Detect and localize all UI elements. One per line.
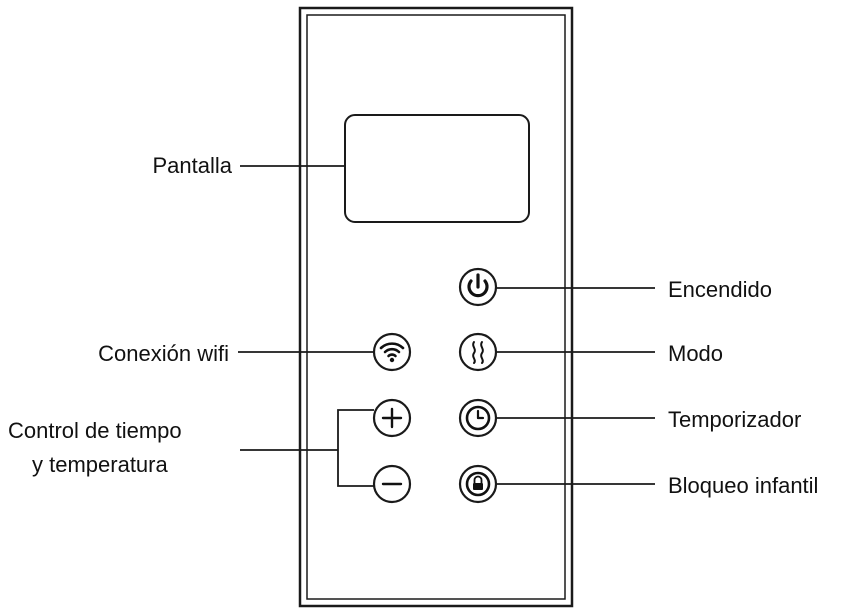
bloqueo-label: Bloqueo infantil	[668, 473, 819, 498]
panel-outer-frame	[298, 6, 574, 608]
plus-button[interactable]	[372, 398, 412, 438]
minus-button[interactable]	[372, 464, 412, 504]
encendido-label: Encendido	[668, 277, 772, 302]
mode-button[interactable]	[458, 332, 498, 372]
clock-icon	[465, 405, 491, 431]
modo-label: Modo	[668, 341, 724, 366]
panel-inner-frame	[306, 14, 566, 600]
wifi-icon	[379, 342, 405, 363]
lock-icon	[465, 471, 491, 497]
control-label-line1: Control de tiempo	[8, 418, 182, 443]
pantalla-label: Pantalla	[152, 153, 232, 178]
timer-button[interactable]	[458, 398, 498, 438]
wifi-label: Conexión wifi	[98, 341, 229, 366]
lock-button[interactable]	[458, 464, 498, 504]
control-label-line2: y temperatura	[32, 452, 168, 477]
heat-waves-icon	[472, 341, 484, 364]
display-screen	[344, 114, 530, 223]
temporizador-label: Temporizador	[668, 407, 802, 432]
power-button[interactable]	[458, 267, 498, 307]
power-icon	[467, 273, 489, 298]
control-bracket	[337, 409, 374, 487]
plus-icon	[381, 407, 403, 429]
wifi-button[interactable]	[372, 332, 412, 372]
